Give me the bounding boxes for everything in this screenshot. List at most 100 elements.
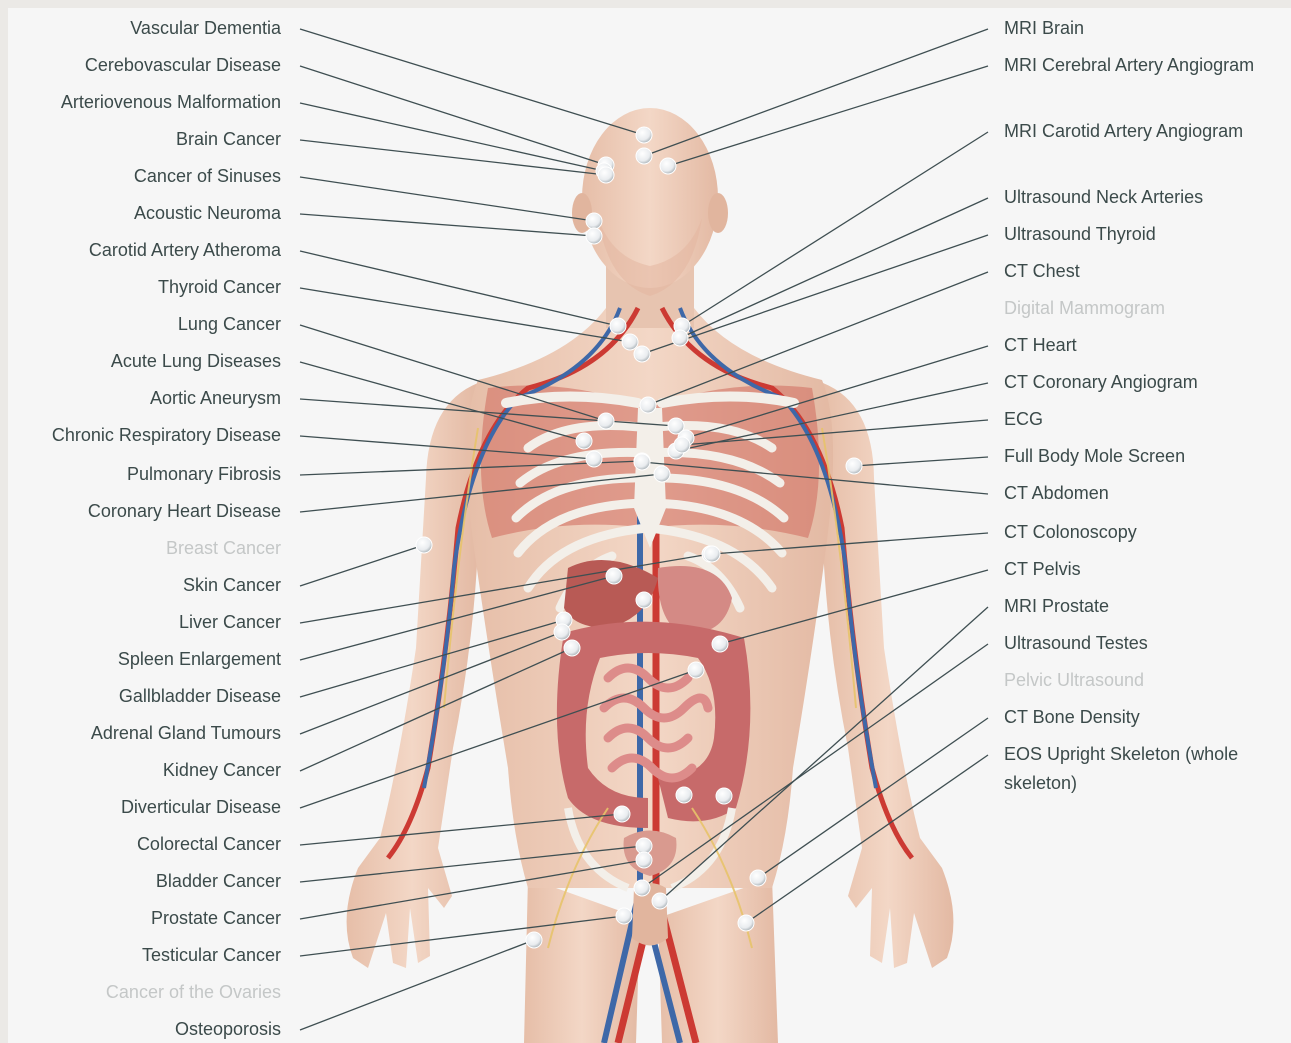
organ-marker[interactable] [716, 788, 732, 804]
condition-marker[interactable] [598, 413, 614, 429]
scan-label[interactable]: Pelvic Ultrasound [1004, 666, 1264, 695]
condition-leader-line [300, 251, 618, 326]
scan-label[interactable]: MRI Brain [1004, 14, 1264, 43]
condition-label[interactable]: Liver Cancer [179, 608, 281, 637]
condition-label[interactable]: Kidney Cancer [163, 756, 281, 785]
scan-label[interactable]: Digital Mammogram [1004, 294, 1264, 323]
condition-label[interactable]: Thyroid Cancer [158, 273, 281, 302]
condition-label[interactable]: Brain Cancer [176, 125, 281, 154]
condition-leader-line [300, 140, 606, 175]
scan-leader-line [644, 29, 988, 156]
scan-marker[interactable] [738, 915, 754, 931]
condition-marker[interactable] [598, 167, 614, 183]
scan-label[interactable]: MRI Carotid Artery Angiogram [1004, 117, 1264, 146]
condition-leader-line [300, 545, 424, 586]
scan-label[interactable]: Full Body Mole Screen [1004, 442, 1264, 471]
condition-marker[interactable] [606, 568, 622, 584]
scan-marker[interactable] [750, 870, 766, 886]
condition-leader-line [300, 177, 594, 221]
condition-label[interactable]: Breast Cancer [166, 534, 281, 563]
scan-marker[interactable] [652, 893, 668, 909]
condition-label[interactable]: Aortic Aneurysm [150, 384, 281, 413]
scan-marker[interactable] [712, 636, 728, 652]
scan-label[interactable]: CT Bone Density [1004, 703, 1264, 732]
condition-label[interactable]: Gallbladder Disease [119, 682, 281, 711]
scan-marker[interactable] [634, 346, 650, 362]
scan-leader-line [668, 66, 988, 166]
condition-leader-line [300, 288, 630, 342]
scan-label[interactable]: CT Chest [1004, 257, 1264, 286]
scan-label[interactable]: CT Coronary Angiogram [1004, 368, 1264, 397]
human-body-illustration [347, 108, 954, 1043]
condition-marker[interactable] [614, 806, 630, 822]
ear-right [708, 193, 728, 233]
condition-label[interactable]: Skin Cancer [183, 571, 281, 600]
scan-marker[interactable] [640, 397, 656, 413]
condition-marker[interactable] [586, 213, 602, 229]
scan-label[interactable]: CT Pelvis [1004, 555, 1264, 584]
condition-label[interactable]: Acoustic Neuroma [134, 199, 281, 228]
organ-marker[interactable] [636, 592, 652, 608]
condition-label[interactable]: Cerebovascular Disease [85, 51, 281, 80]
organ-marker[interactable] [676, 787, 692, 803]
condition-label[interactable]: Vascular Dementia [130, 14, 281, 43]
condition-label[interactable]: Lung Cancer [178, 310, 281, 339]
condition-marker[interactable] [636, 852, 652, 868]
condition-label[interactable]: Spleen Enlargement [118, 645, 281, 674]
scan-label[interactable]: Ultrasound Neck Arteries [1004, 183, 1264, 212]
condition-marker[interactable] [526, 932, 542, 948]
scan-label[interactable]: MRI Cerebral Artery Angiogram [1004, 51, 1264, 80]
condition-marker[interactable] [654, 466, 670, 482]
condition-label[interactable]: Arteriovenous Malformation [61, 88, 281, 117]
condition-marker[interactable] [564, 640, 580, 656]
condition-marker[interactable] [622, 334, 638, 350]
condition-marker[interactable] [586, 451, 602, 467]
condition-label[interactable]: Diverticular Disease [121, 793, 281, 822]
scan-marker[interactable] [634, 454, 650, 470]
scan-label[interactable]: ECG [1004, 405, 1264, 434]
condition-label[interactable]: Cancer of Sinuses [134, 162, 281, 191]
scan-label[interactable]: CT Abdomen [1004, 479, 1264, 508]
condition-marker[interactable] [636, 127, 652, 143]
condition-label[interactable]: Osteoporosis [175, 1015, 281, 1043]
condition-label[interactable]: Coronary Heart Disease [88, 497, 281, 526]
condition-label[interactable]: Acute Lung Diseases [111, 347, 281, 376]
condition-label[interactable]: Prostate Cancer [151, 904, 281, 933]
scan-marker[interactable] [660, 158, 676, 174]
anatomy-diagram: Vascular DementiaCerebovascular DiseaseA… [8, 8, 1291, 1043]
scan-leader-line [854, 457, 988, 466]
scan-marker[interactable] [672, 330, 688, 346]
arm-right [823, 383, 953, 968]
condition-label[interactable]: Chronic Respiratory Disease [52, 421, 281, 450]
condition-marker[interactable] [610, 318, 626, 334]
condition-marker[interactable] [616, 908, 632, 924]
scan-marker[interactable] [704, 546, 720, 562]
scan-label[interactable]: Ultrasound Thyroid [1004, 220, 1264, 249]
condition-marker[interactable] [586, 228, 602, 244]
condition-label[interactable]: Pulmonary Fibrosis [127, 460, 281, 489]
condition-label[interactable]: Colorectal Cancer [137, 830, 281, 859]
condition-label[interactable]: Testicular Cancer [142, 941, 281, 970]
condition-label[interactable]: Adrenal Gland Tumours [91, 719, 281, 748]
condition-marker[interactable] [688, 662, 704, 678]
scan-marker[interactable] [636, 148, 652, 164]
condition-marker[interactable] [416, 537, 432, 553]
condition-marker[interactable] [576, 433, 592, 449]
scan-label[interactable]: CT Colonoscopy [1004, 518, 1264, 547]
condition-label[interactable]: Bladder Cancer [156, 867, 281, 896]
scan-label[interactable]: Ultrasound Testes [1004, 629, 1264, 658]
scan-label[interactable]: CT Heart [1004, 331, 1264, 360]
scan-marker[interactable] [846, 458, 862, 474]
scan-label[interactable]: MRI Prostate [1004, 592, 1264, 621]
condition-leader-line [300, 214, 594, 236]
scan-label[interactable]: EOS Upright Skeleton (whole skeleton) [1004, 740, 1264, 798]
condition-leader-line [300, 103, 604, 171]
condition-marker[interactable] [554, 624, 570, 640]
condition-label[interactable]: Carotid Artery Atheroma [89, 236, 281, 265]
scan-marker[interactable] [634, 880, 650, 896]
condition-label[interactable]: Cancer of the Ovaries [106, 978, 281, 1007]
condition-leader-line [300, 66, 606, 165]
scan-leader-line [682, 132, 988, 326]
scan-marker[interactable] [674, 437, 690, 453]
condition-leader-line [300, 29, 644, 135]
